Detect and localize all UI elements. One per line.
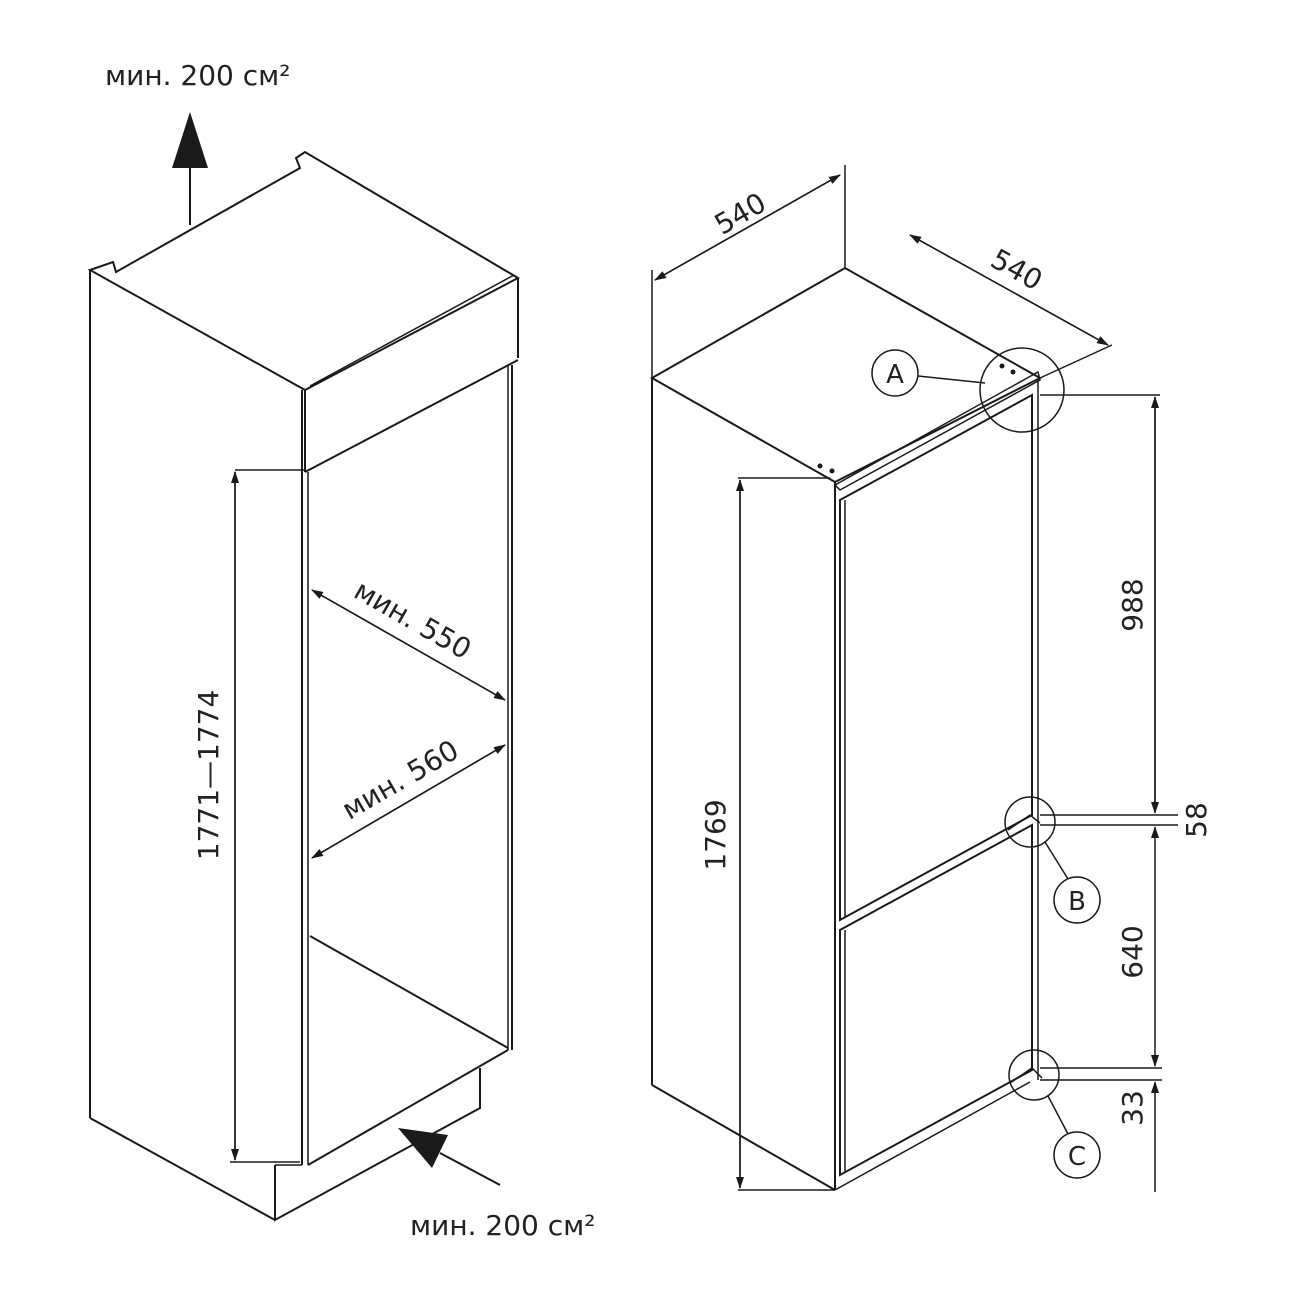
niche-depth-dimension xyxy=(311,589,506,701)
lower-door-label: 640 xyxy=(1116,925,1149,978)
bottom-gap-label: 33 xyxy=(1116,1090,1149,1126)
appliance-depth-dimension xyxy=(909,234,1113,379)
top-vent-arrow xyxy=(172,112,208,225)
callout-c-label: C xyxy=(1068,1142,1086,1172)
cabinet-niche xyxy=(87,150,521,1222)
door-dimensions xyxy=(1040,394,1178,1192)
gap-label: 58 xyxy=(1180,802,1213,838)
bottom-vent-arrow xyxy=(398,1128,501,1186)
callout-c xyxy=(1008,1049,1101,1179)
bottom-vent-label: мин. 200 см² xyxy=(410,1209,596,1242)
appliance-height-dimension xyxy=(736,477,835,1191)
callout-a-label: A xyxy=(886,360,904,390)
niche-height-label: 1771—1774 xyxy=(192,690,225,861)
appliance-width-dimension xyxy=(651,165,846,378)
appliance-width-label: 540 xyxy=(709,186,772,241)
niche-depth-label: мин. 550 xyxy=(349,573,477,666)
top-vent-label: мин. 200 см² xyxy=(105,59,291,92)
appliance-depth-label: 540 xyxy=(985,242,1048,297)
callout-a xyxy=(871,347,1065,433)
callout-b xyxy=(1004,796,1101,924)
niche-width-dimension xyxy=(311,744,506,859)
appliance-height-label: 1769 xyxy=(699,799,732,870)
upper-door-label: 988 xyxy=(1116,578,1149,631)
refrigerator xyxy=(649,266,1043,1191)
niche-height-dimension xyxy=(230,469,305,1163)
callout-b-label: B xyxy=(1068,887,1086,917)
